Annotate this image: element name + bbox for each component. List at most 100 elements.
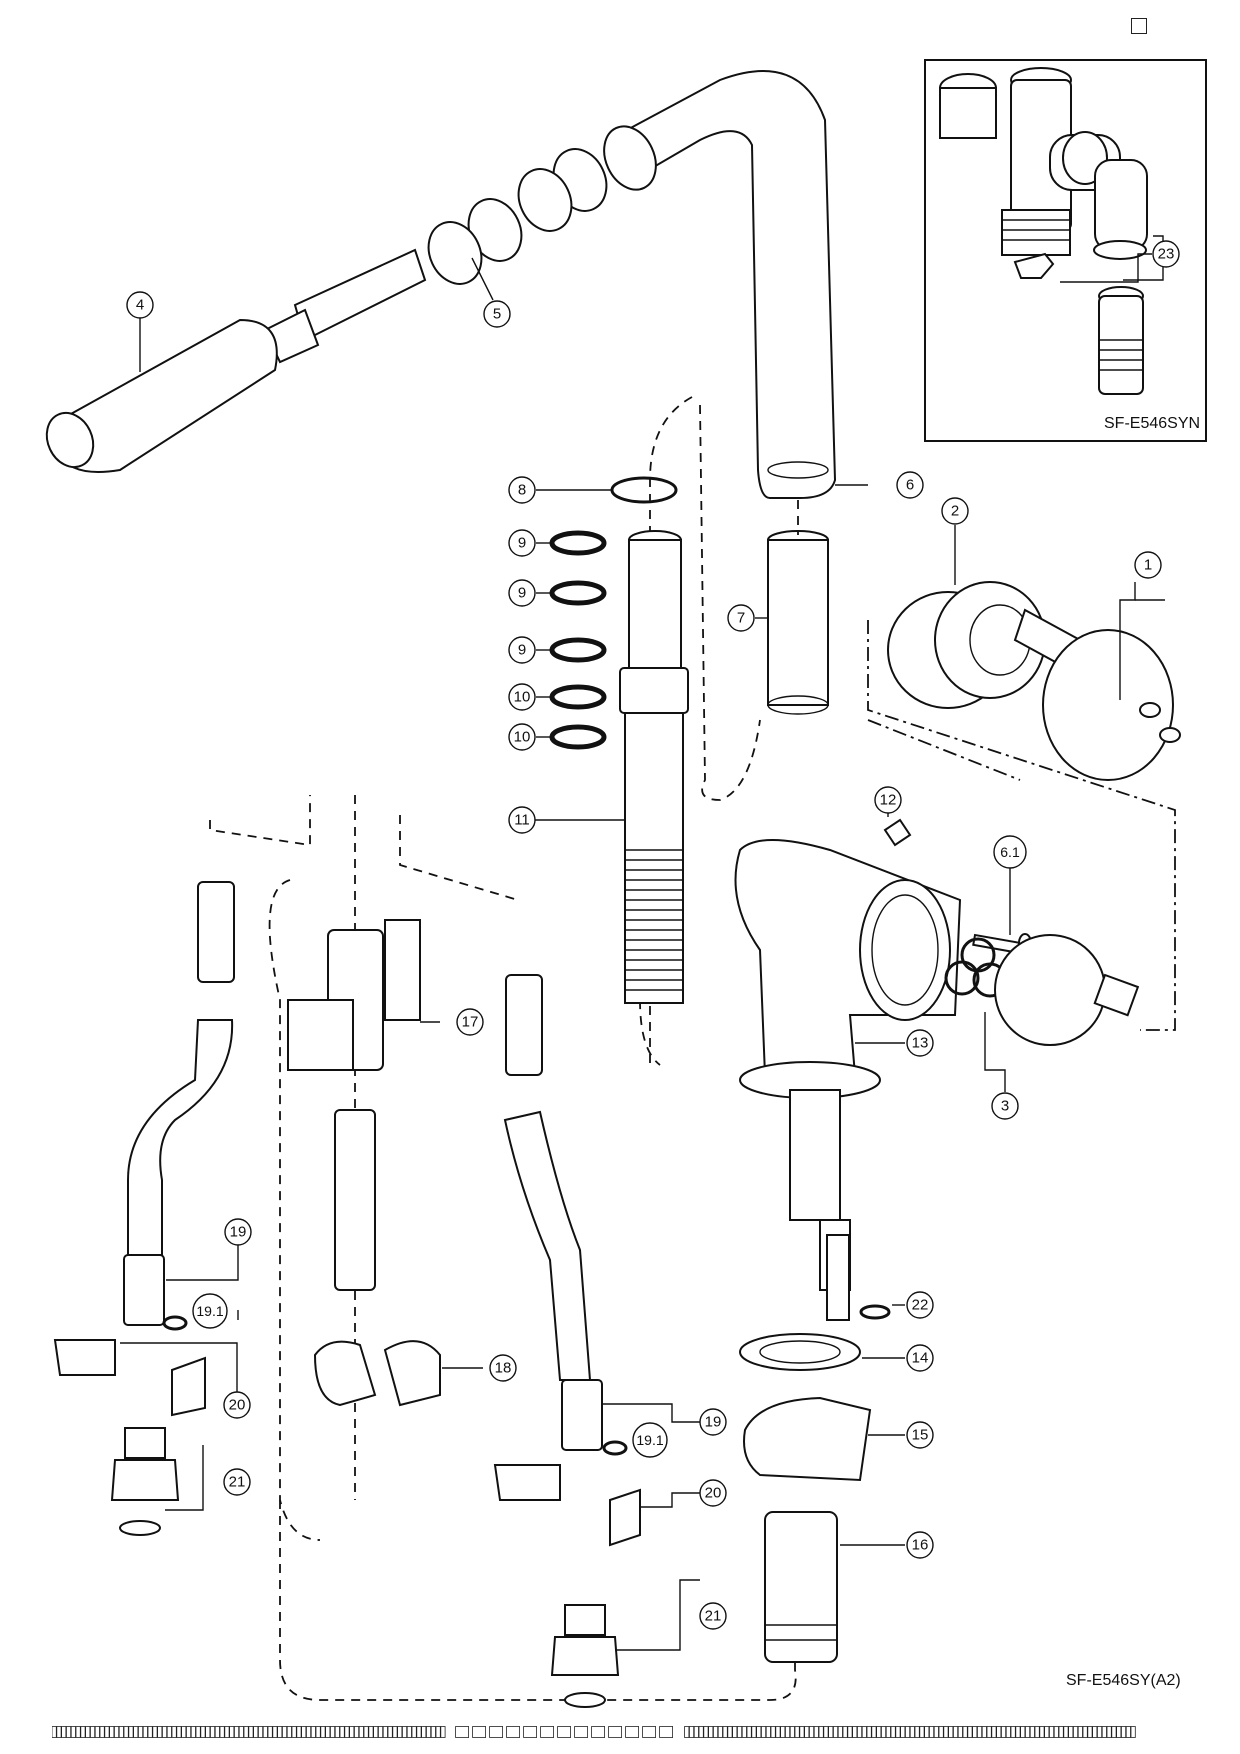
callout-9b: 9 [508,579,536,607]
footer-box [267,1726,273,1738]
footer-box [176,1726,182,1738]
svg-text:23: 23 [1158,246,1175,263]
footer-box [741,1726,747,1738]
callout-10b: 10 [508,723,536,751]
filter-17 [287,919,421,1071]
callout-13: 13 [906,1029,934,1057]
footer-box [142,1726,148,1738]
callout-3: 3 [991,1092,1019,1120]
footer-box [876,1726,882,1738]
footer-box [717,1726,723,1738]
connectors-21 [110,1427,620,1708]
faucet-body-13 [734,839,962,1291]
footer-box [329,1726,336,1738]
callout-7: 7 [727,604,755,632]
footer-box [401,1726,408,1738]
footer-box [713,1726,719,1738]
footer-box [866,1726,872,1738]
footer-box [382,1726,388,1738]
footer-box [789,1726,795,1738]
check-valve-22 [826,1234,891,1321]
svg-text:21: 21 [705,1608,722,1625]
callout-20-right: 20 [699,1479,727,1507]
footer-box [109,1726,115,1738]
svg-text:9: 9 [518,642,526,659]
hose-left-19 [123,881,235,1331]
footer-box [392,1726,398,1738]
footer-box [339,1726,345,1738]
footer-box [229,1726,235,1738]
svg-text:12: 12 [880,792,897,809]
footer-box [751,1726,757,1738]
footer-box [684,1726,690,1738]
footer-box [104,1726,110,1738]
footer-box [301,1726,307,1738]
footer-box [948,1726,954,1738]
callout-20-left: 20 [223,1391,251,1419]
callout-23: 23 [1152,240,1180,268]
footer-box [890,1726,896,1738]
footer-box [195,1726,201,1738]
callout-18: 18 [489,1354,517,1382]
footer-box [895,1726,901,1738]
footer-box [406,1726,412,1738]
footer-box [233,1726,240,1738]
footer-box [1058,1726,1064,1738]
footer-box [425,1726,432,1738]
footer-box [325,1726,331,1738]
footer-box [214,1726,220,1738]
footer-box [416,1726,422,1738]
footer-box [200,1726,206,1738]
footer-box [698,1726,704,1738]
callout-2: 2 [941,497,969,525]
footer-box [828,1726,834,1738]
footer-box [967,1726,973,1738]
svg-text:19: 19 [705,1414,722,1431]
footer-box [1111,1726,1117,1738]
footer-box [1073,1726,1079,1738]
footer-box [363,1726,369,1738]
footer-box [905,1726,911,1738]
footer-box [929,1726,935,1738]
footer-box [205,1726,211,1738]
footer-box [114,1726,120,1738]
callout-19-right: 19 [699,1408,727,1436]
footer-box [397,1726,403,1738]
svg-text:10: 10 [514,729,531,746]
footer-box [248,1726,254,1738]
footer-box [642,1726,656,1738]
footer-box [185,1726,192,1738]
footer-box [162,1726,168,1738]
footer-box [591,1726,605,1738]
footer-box [761,1726,767,1738]
svg-text:7: 7 [737,610,745,627]
footer-box [523,1726,538,1738]
callout-17: 17 [456,1008,484,1036]
svg-text:8: 8 [518,482,526,499]
footer-box [780,1726,786,1738]
footer-box [152,1726,158,1738]
footer-box [837,1726,843,1738]
callout-11: 11 [508,806,536,834]
footer-box [1068,1726,1074,1738]
footer-glyph-strip [52,1726,1136,1738]
tube-7 [767,530,829,715]
footer-box [489,1726,504,1738]
footer-box [123,1726,129,1738]
footer-box [257,1726,264,1738]
callout-19-1-right: 19.1 [632,1422,668,1458]
guide-dash [649,396,693,1070]
cartridge-3 [944,934,1140,1046]
svg-text:15: 15 [912,1427,929,1444]
footer-box [794,1726,800,1738]
pin-12 [883,818,912,847]
footer-box [746,1726,752,1738]
spray-head-4 [45,248,427,473]
footer-box [373,1726,379,1738]
svg-text:16: 16 [912,1537,929,1554]
footer-box [1121,1726,1127,1738]
footer-box [147,1726,153,1738]
svg-text:4: 4 [136,297,144,314]
footer-box [986,1726,992,1738]
footer-box [296,1726,302,1738]
